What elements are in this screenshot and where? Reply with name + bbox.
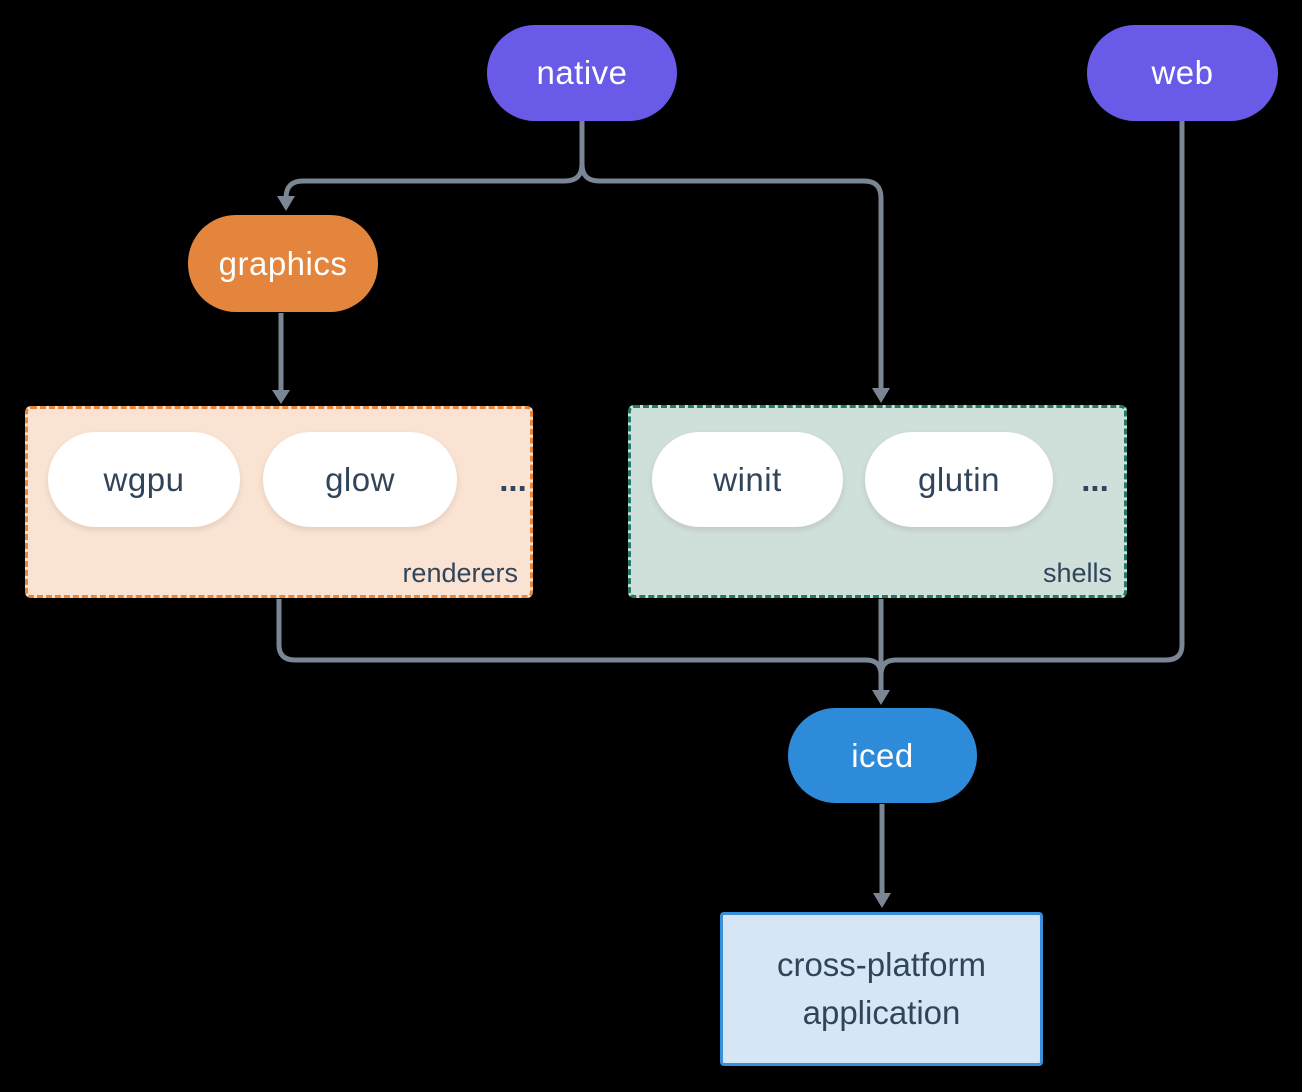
node-iced-label: iced <box>851 736 914 774</box>
node-wgpu: wgpu <box>48 432 240 527</box>
node-graphics: graphics <box>188 215 378 312</box>
node-winit: winit <box>652 432 843 527</box>
node-native-label: native <box>536 54 628 91</box>
node-winit-label: winit <box>713 460 782 498</box>
edge-native-shells <box>579 121 884 390</box>
node-web: web <box>1087 25 1278 121</box>
node-wgpu-label: wgpu <box>103 460 185 498</box>
arrowhead-graphics <box>277 196 295 211</box>
node-glutin: glutin <box>865 432 1053 527</box>
renderers-ellipsis: ... <box>499 460 527 498</box>
group-renderers: wgpu glow ... renderers <box>25 406 533 598</box>
shells-ellipsis: ... <box>1081 460 1109 498</box>
renderers-group-label: renderers <box>402 558 518 588</box>
node-cross-platform-application: cross-platform application <box>720 912 1043 1066</box>
arrowhead-shells <box>872 388 890 403</box>
arrowhead-iced <box>872 690 890 705</box>
edge-native-graphics <box>283 121 585 199</box>
node-app-label: cross-platform application <box>776 946 987 1031</box>
node-glutin-label: glutin <box>918 460 1000 498</box>
node-glow: glow <box>263 432 457 527</box>
arrowhead-renderers <box>272 390 290 404</box>
edge-renderers-iced <box>276 599 884 676</box>
node-graphics-label: graphics <box>218 244 348 282</box>
node-web-label: web <box>1151 54 1214 91</box>
node-glow-label: glow <box>325 460 395 498</box>
shells-group-label: shells <box>1042 558 1112 588</box>
node-native: native <box>487 25 677 121</box>
group-shells: winit glutin ... shells <box>628 405 1127 598</box>
node-iced: iced <box>788 708 977 803</box>
arrowhead-app <box>873 893 891 908</box>
